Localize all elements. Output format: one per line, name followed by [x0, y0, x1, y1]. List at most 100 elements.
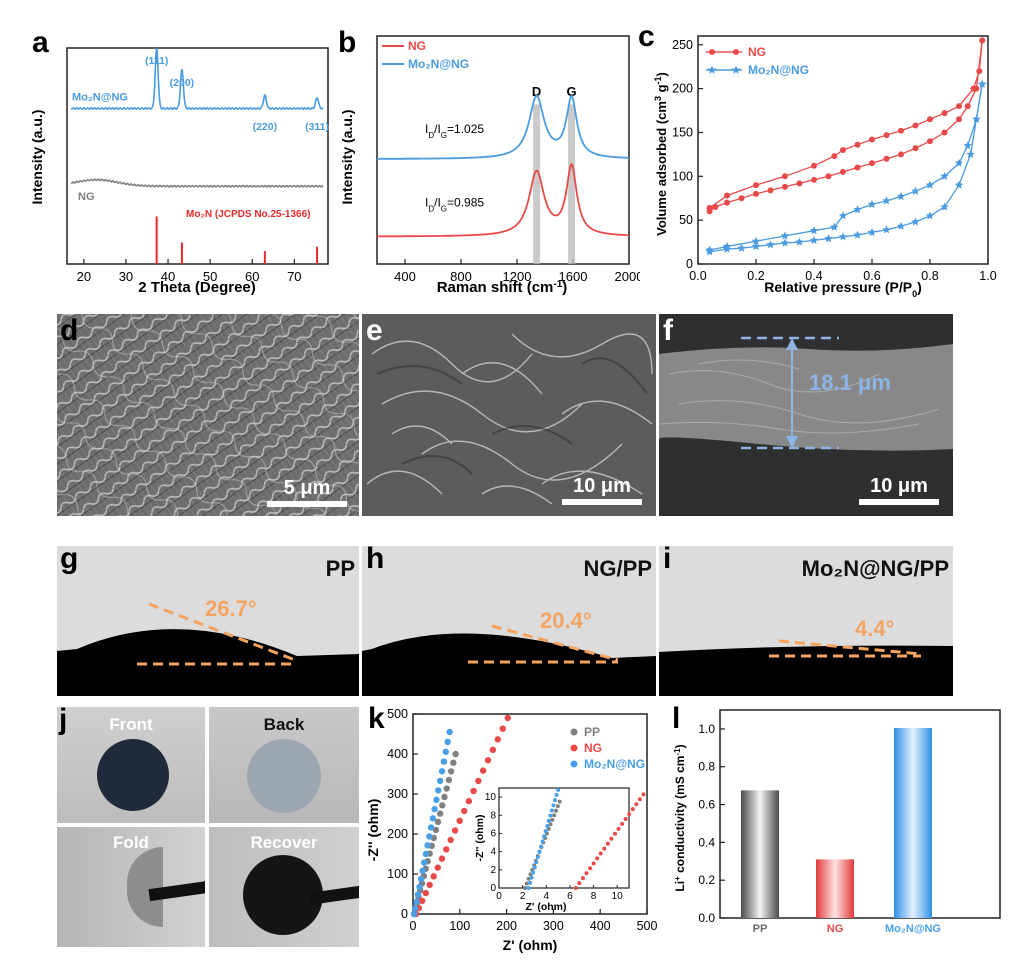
eis-inset-ytick-label: 4 — [490, 847, 496, 858]
panel-label-d: d — [60, 314, 79, 347]
eis-inset-ytick-label: 2 — [490, 865, 496, 876]
eis-ytick-label: 400 — [387, 747, 408, 761]
eis-inset-point — [528, 880, 533, 885]
eis-data-point — [436, 810, 444, 817]
bet-circle-marker — [782, 173, 788, 180]
xrd-xtick-label: 70 — [287, 269, 301, 284]
eis-xlabel: Z' (ohm) — [503, 937, 558, 953]
panel-label-e: e — [366, 314, 383, 347]
eis-inset-point — [545, 823, 550, 828]
eis-data-point — [418, 897, 426, 905]
scale-text-d: 5 μm — [284, 477, 331, 499]
bet-star-marker — [853, 205, 862, 214]
eis-inset-point — [552, 798, 557, 803]
eis-data-point — [443, 785, 450, 792]
eis-data-point — [484, 757, 492, 764]
bet-star-marker — [963, 141, 972, 150]
panel-label-b: b — [338, 26, 356, 59]
eis-data-point — [430, 873, 437, 880]
eis-frame — [412, 713, 648, 915]
eis-data-point — [445, 776, 453, 784]
eis-data-point — [470, 787, 477, 795]
label-back: Back — [263, 715, 305, 734]
bet-circle-marker — [840, 147, 846, 153]
bet-xtick-label: 0.0 — [689, 269, 706, 283]
eis-data-point — [431, 805, 438, 813]
bet-circle-marker — [964, 103, 971, 110]
eis-inset-ylabel: -Z'' (ohm) — [474, 815, 486, 862]
eis-inset-point — [524, 881, 529, 886]
panel-label-g: g — [60, 546, 79, 575]
eis-inset-ytick-label: 0 — [490, 883, 496, 894]
xrd-frame — [66, 47, 329, 265]
eis-inset-point — [637, 797, 642, 802]
panel-label-f: f — [663, 314, 673, 347]
xrd-xtick-label: 50 — [203, 269, 217, 284]
eis-data-point — [441, 793, 448, 801]
xrd-series-line — [70, 47, 324, 111]
eis-inset-point — [616, 826, 621, 831]
bet-star-marker — [911, 217, 920, 226]
title-h: NG/PP — [584, 556, 652, 581]
bet-circle-marker — [976, 68, 983, 75]
bet-circle-marker — [869, 160, 875, 167]
eis-xtick-label: 300 — [543, 919, 564, 933]
eis-inset-point — [630, 807, 635, 812]
bet-circle-marker — [825, 173, 832, 180]
eis-data-point — [429, 815, 437, 822]
eis-data-point — [412, 905, 419, 912]
bet-isotherm-adsorption — [709, 84, 983, 253]
eis-data-point — [440, 758, 448, 765]
eis-inset-point — [535, 854, 540, 859]
bet-circle-marker — [840, 168, 846, 175]
eis-data-point — [416, 883, 423, 891]
bet-circle-marker — [956, 103, 962, 110]
raman-xlabel: Raman shift (cm-1) — [437, 279, 568, 297]
conductivity-ytick-label: 0.6 — [698, 798, 715, 812]
disc-front — [97, 739, 169, 811]
eis-data-point — [465, 797, 473, 805]
eis-inset-point — [584, 871, 589, 876]
eis-inset-point — [623, 817, 628, 822]
eis-ytick-label: 200 — [387, 827, 408, 841]
bet-star-marker — [809, 226, 819, 235]
angle-text-g: 26.7° — [205, 596, 257, 621]
eis-inset-point — [609, 836, 614, 841]
eis-ytick-label: 0 — [401, 907, 408, 921]
bet-star-marker — [824, 234, 833, 243]
eis-inset-point — [555, 804, 560, 809]
bet-circle-marker — [912, 122, 919, 129]
eis-inset-point — [542, 834, 547, 839]
bet-isotherm-desorption — [709, 84, 983, 251]
eis-inset-point — [556, 787, 561, 792]
eis-data-point — [443, 846, 450, 853]
photo-fold: Fold — [57, 827, 205, 947]
sem-texture-e: 10 μm — [362, 314, 656, 516]
bet-star-marker — [867, 199, 877, 208]
eis-legend-label: PP — [584, 725, 600, 739]
bet-circle-marker — [854, 164, 861, 171]
eis-inset-point — [534, 860, 539, 865]
bet-circle-marker — [706, 204, 713, 211]
bet-circle-marker — [831, 153, 838, 160]
eis-inset-point — [549, 808, 554, 813]
label-fold: Fold — [113, 833, 149, 852]
eis-xtick-label: 100 — [449, 919, 470, 933]
eis-inset-point — [537, 849, 542, 854]
bet-circle-marker — [854, 141, 861, 148]
bet-circle-marker — [941, 110, 948, 117]
xrd-series-label: NG — [78, 191, 95, 203]
raman-ratio-label: ID/IG=1.025 — [425, 122, 484, 139]
eis-inset-xtick-label: 10 — [612, 891, 624, 902]
bet-circle-marker — [796, 180, 803, 187]
xrd-xtick-label: 30 — [119, 269, 133, 284]
eis-inset-point — [612, 831, 617, 836]
eis-inset-point — [627, 812, 632, 817]
thickness-text: 18.1 μm — [809, 370, 891, 395]
eis-inset-point — [588, 866, 593, 871]
bet-ytick-label: 150 — [672, 125, 693, 139]
bet-ytick-label: 0 — [686, 257, 693, 271]
eis-data-point — [422, 889, 430, 897]
bet-xtick-label: 0.8 — [921, 269, 938, 283]
eis-inset-frame — [498, 787, 630, 889]
